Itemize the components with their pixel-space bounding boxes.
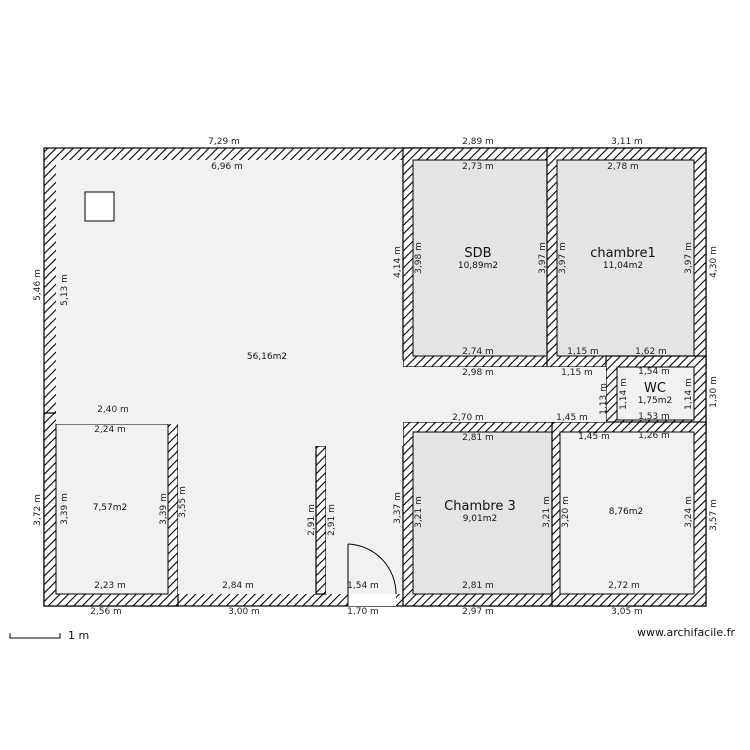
dim-top-outer-1: 7,29 m xyxy=(208,137,240,147)
dim-right-room-left-inner: 3,20 m xyxy=(561,496,571,528)
dim-ch3-left-inner: 3,21 m xyxy=(414,496,424,528)
dim-bottom-outer-1: 2,56 m xyxy=(90,607,122,617)
dim-ch1-bottom-a: 1,15 m xyxy=(567,347,599,357)
dim-sdb-left-outer: 4,14 m xyxy=(393,246,403,278)
dim-bottom-outer-3: 1,70 m xyxy=(347,607,379,617)
dim-left-outer-lower: 3,72 m xyxy=(33,494,43,526)
entry-floor xyxy=(326,424,403,594)
dim-ch3-right-inner: 3,21 m xyxy=(542,496,552,528)
dim-bottom-outer-4: 2,97 m xyxy=(462,607,494,617)
entry-door-gap xyxy=(348,594,396,606)
dim-left-inner-upper: 5,13 m xyxy=(60,274,70,306)
dim-ch3-top-right: 1,45 m xyxy=(556,413,588,423)
dim-sdb-bottom-inner: 2,74 m xyxy=(462,347,494,357)
dim-top-inner-main: 6,96 m xyxy=(211,162,243,172)
dim-top-outer-2: 2,89 m xyxy=(462,137,494,147)
dim-wc-left-b: 1,14 m xyxy=(619,378,629,410)
dim-right-room-top-a: 1,45 m xyxy=(578,432,610,442)
chambre3-name: Chambre 3 xyxy=(444,499,516,514)
dim-sdb-bottom-outer: 2,98 m xyxy=(462,368,494,378)
dim-wc-right: 1,14 m xyxy=(684,378,694,410)
corridor-main-join xyxy=(56,360,403,424)
dim-wc-top: 1,54 m xyxy=(638,367,670,377)
dim-top-inner-ch1: 2,78 m xyxy=(607,162,639,172)
dim-left-outer-upper: 5,46 m xyxy=(33,269,43,301)
dim-top-inner-sdb: 2,73 m xyxy=(462,162,494,172)
dim-ch3-bottom-inner: 2,81 m xyxy=(462,581,494,591)
wc-room xyxy=(616,366,695,421)
dim-ch1-left-inner: 3,97 m xyxy=(558,242,568,274)
chambre1-name: chambre1 xyxy=(590,246,656,261)
dim-left-room-bottom-inner: 2,23 m xyxy=(94,581,126,591)
dim-door-width: 1,54 m xyxy=(347,581,379,591)
square-fixture xyxy=(84,191,115,222)
dim-right-outer-mid: 1,30 m xyxy=(709,376,719,408)
dim-ch1-right-inner: 3,97 m xyxy=(684,242,694,274)
dim-right-room-top-b: 1,26 m xyxy=(638,431,670,441)
dim-ch3-left-outer: 3,37 m xyxy=(393,492,403,524)
wc-area: 1,75m2 xyxy=(638,396,673,406)
chambre1-area: 11,04m2 xyxy=(603,261,643,271)
dim-left-room-right-inner: 3,39 m xyxy=(159,493,169,525)
dim-ch1-bottom-b: 1,62 m xyxy=(635,347,667,357)
dim-right-room-bottom-inner: 2,72 m xyxy=(608,581,640,591)
dim-bottom-outer-5: 3,05 m xyxy=(611,607,643,617)
right-room xyxy=(559,431,695,595)
dim-right-outer-upper: 4,30 m xyxy=(709,246,719,278)
left-room-area: 7,57m2 xyxy=(93,503,128,513)
dim-right-outer-lower: 3,57 m xyxy=(709,499,719,531)
dim-right-room-right-inner: 3,24 m xyxy=(684,496,694,528)
entry-door-swing xyxy=(347,543,397,595)
dim-wc-bottom: 1,53 m xyxy=(638,412,670,422)
corridor-floor xyxy=(178,424,316,594)
dim-top-outer-3: 3,11 m xyxy=(611,137,643,147)
dim-sdb-right-inner: 3,97 m xyxy=(538,242,548,274)
dim-left-room-left-inner: 3,39 m xyxy=(60,493,70,525)
scale-label: 1 m xyxy=(68,629,90,642)
dim-ch3-top-outer: 2,70 m xyxy=(452,413,484,423)
dim-corridor-bottom-inner: 2,84 m xyxy=(222,581,254,591)
chambre3-room xyxy=(412,431,553,595)
dim-left-room-right-outer: 3,55 m xyxy=(178,486,188,518)
dim-bottom-outer-2: 3,00 m xyxy=(228,607,260,617)
dim-sdb-left-inner: 3,98 m xyxy=(414,242,424,274)
dim-corridor-wall: 1,15 m xyxy=(561,368,593,378)
dim-ch3-top-inner: 2,81 m xyxy=(462,433,494,443)
scale-bar xyxy=(9,633,61,639)
left-room xyxy=(55,423,169,595)
dim-partition-right: 2,91 m xyxy=(327,504,337,536)
credit-text: www.archifacile.fr xyxy=(637,626,736,639)
dim-partition-left: 2,91 m xyxy=(307,504,317,536)
partition-wall xyxy=(315,445,327,595)
dim-wc-left-a: 1,13 m xyxy=(599,383,609,415)
chambre3-area: 9,01m2 xyxy=(463,514,498,524)
main-room-area: 56,16m2 xyxy=(247,352,287,362)
dim-left-room-top-inner: 2,24 m xyxy=(94,425,126,435)
right-room-area: 8,76m2 xyxy=(609,507,644,517)
dim-left-room-top-outer: 2,40 m xyxy=(97,405,129,415)
sdb-area: 10,89m2 xyxy=(458,261,498,271)
wc-name: WC xyxy=(644,381,666,396)
sdb-name: SDB xyxy=(464,246,491,261)
sdb-room xyxy=(412,159,548,357)
